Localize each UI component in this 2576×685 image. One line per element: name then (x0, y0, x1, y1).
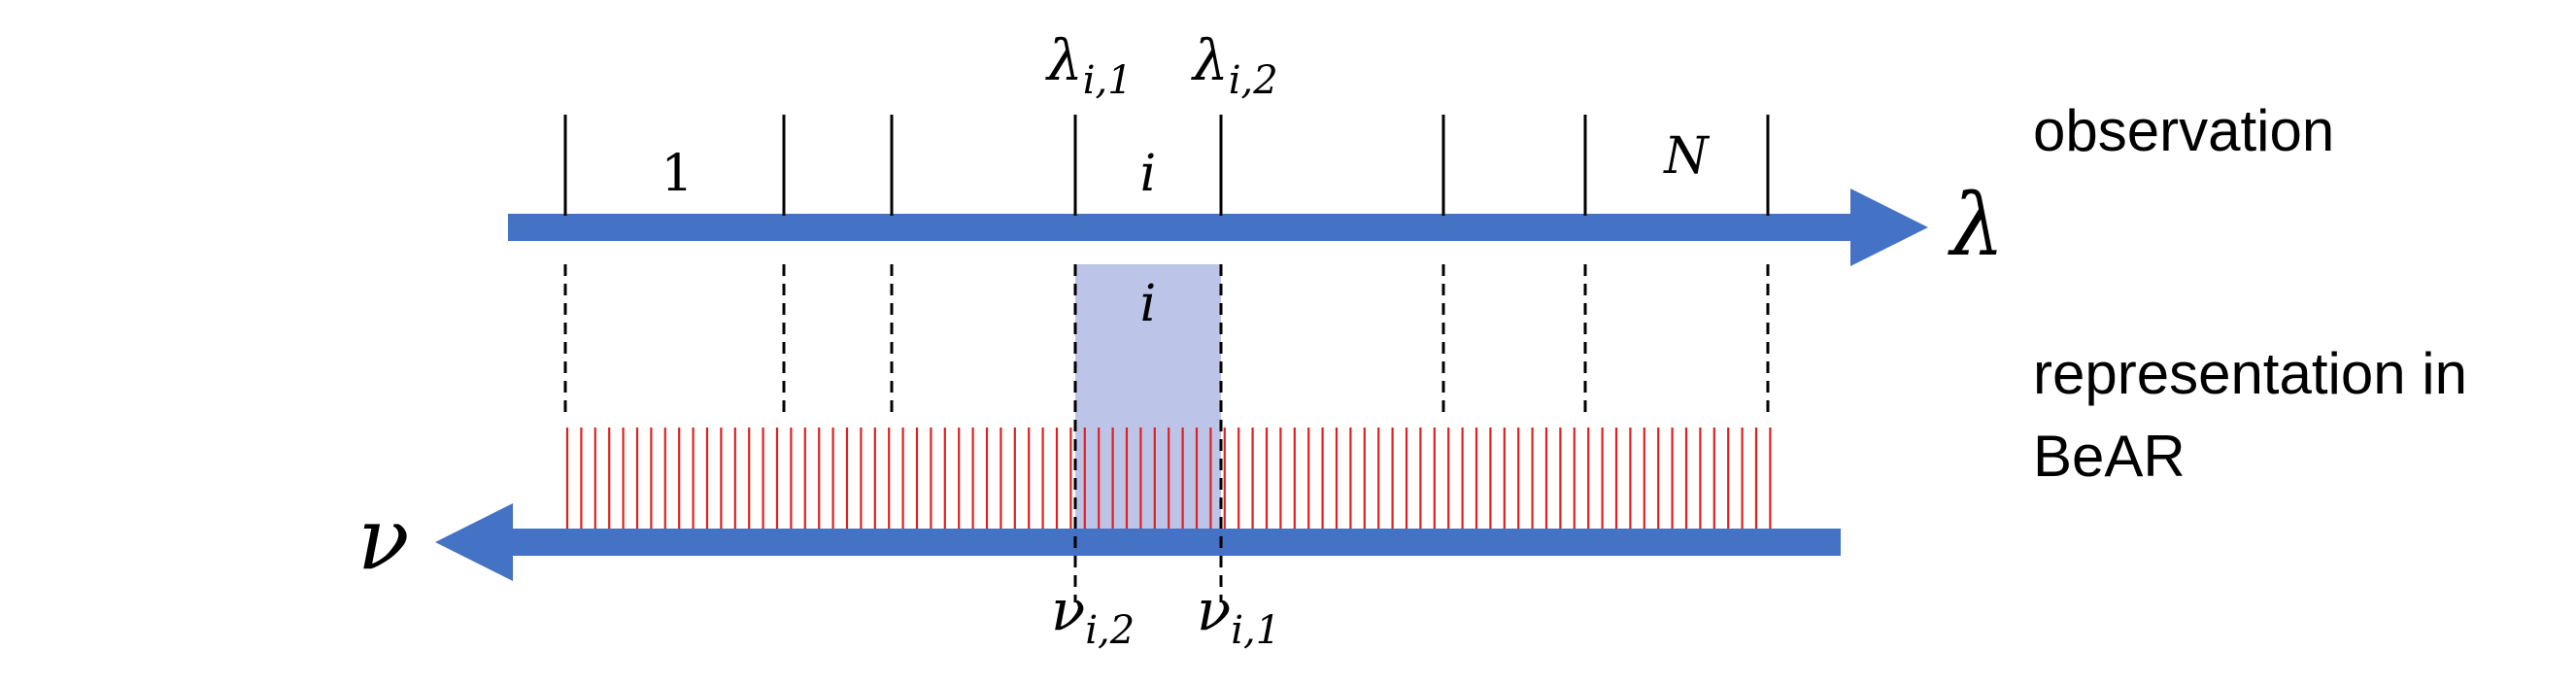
bin-label-i: i (1140, 145, 1157, 203)
representation-label-line2: BeAR (2033, 424, 2186, 489)
nu-i2-sub: i,2 (1085, 608, 1135, 653)
bin-label-last: N (1662, 127, 1710, 186)
nu-i1-sub: i,1 (1231, 608, 1280, 653)
observation-bin-boundaries (563, 115, 1770, 216)
observation-label: observation (2033, 98, 2334, 163)
lambda-i1-label: λi,1 (1045, 27, 1133, 103)
lambda-i1-base: λ (1045, 27, 1083, 93)
wavenumber-axis-arrow (435, 503, 1841, 581)
nu-i1-label: νi,1 (1197, 577, 1280, 653)
wavenumber-axis-shaft (510, 529, 1841, 556)
wavelength-axis-arrow (508, 188, 1928, 266)
lambda-i2-base: λ (1191, 27, 1229, 93)
bin-mapping-dashed-lines (563, 264, 1770, 602)
wavelength-axis-shaft (508, 214, 1868, 241)
nu-i2-base: ν (1051, 577, 1085, 643)
nu-i1-base: ν (1197, 577, 1231, 643)
nu-i2-label: νi,2 (1051, 577, 1135, 653)
wavenumber-grid-lines (565, 428, 1772, 530)
lambda-i2-label: λi,2 (1191, 27, 1278, 103)
wavenumber-axis-arrowhead (435, 503, 513, 581)
highlight-bin-label: i (1140, 275, 1157, 333)
wavelength-axis-arrowhead (1850, 188, 1928, 266)
lambda-i1-sub: i,1 (1083, 58, 1133, 103)
nu-axis-symbol: ν (357, 489, 410, 589)
bin-label-first: 1 (661, 145, 693, 203)
representation-label-line1: representation in (2033, 341, 2467, 406)
lambda-i2-sub: i,2 (1229, 58, 1278, 103)
lambda-axis-symbol: λ (1948, 175, 2005, 275)
